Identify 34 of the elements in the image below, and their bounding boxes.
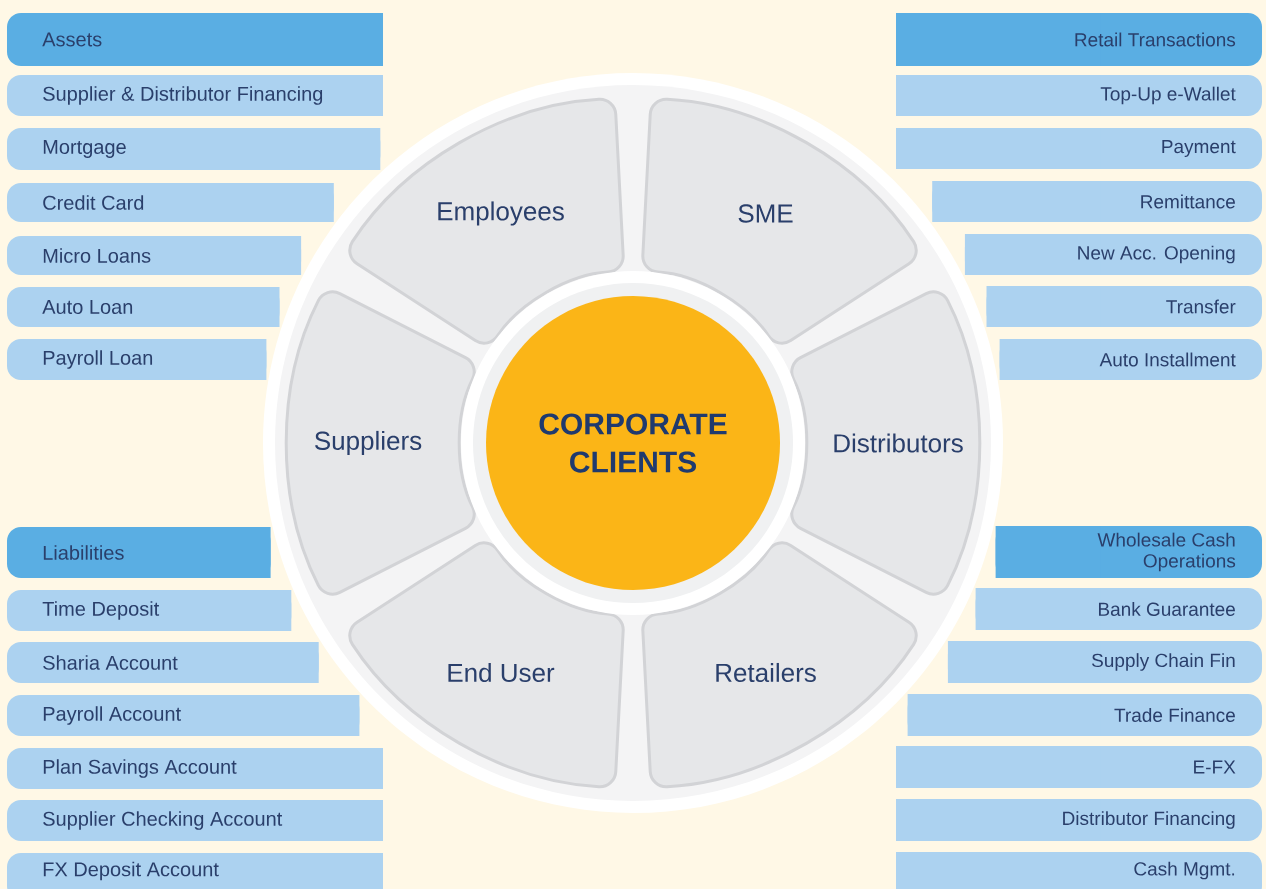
list-bar: Payroll Loan [7, 339, 267, 380]
list-bar: Supplier & Distributor Financing [7, 75, 383, 116]
list-bar: Mortgage [7, 128, 381, 170]
list-bar: Supply Chain Fin [947, 641, 1262, 683]
list-bar: FX Deposit Account [7, 853, 383, 889]
list-bar: Time Deposit [7, 590, 292, 631]
list-bar: Trade Finance [907, 694, 1262, 736]
header-bar: Assets [7, 13, 383, 66]
list-bar: E-FX [896, 746, 1262, 788]
list-bar: Distributor Financing [896, 799, 1262, 841]
list-bar: Remittance [932, 181, 1262, 222]
segment: End User [348, 541, 625, 789]
list-bar: Bank Guarantee [975, 588, 1262, 630]
list-bar: Auto Installment [999, 339, 1262, 380]
list-bar: Top-Up e-Wallet [896, 75, 1262, 116]
list-bar: Payroll Account [7, 695, 360, 736]
segment: Suppliers [284, 290, 476, 596]
segment: SME [641, 97, 918, 345]
header-bar: Retail Transactions [896, 13, 1262, 66]
segment: Distributors [790, 290, 982, 596]
header-bar: Wholesale Cash Operations [995, 526, 1262, 578]
list-bar: Micro Loans [7, 236, 302, 275]
list-bar: Plan Savings Account [7, 748, 383, 789]
list-bar: Payment [896, 128, 1262, 169]
list-bar: Transfer [986, 286, 1262, 327]
list-bar: Auto Loan [7, 287, 280, 327]
segment: Retailers [641, 541, 918, 789]
header-bar: Liabilities [7, 527, 271, 578]
list-bar: Cash Mgmt. [896, 852, 1262, 889]
list-bar: Credit Card [7, 183, 334, 222]
segment: Employees [348, 97, 625, 345]
list-bar: New Acc. Opening [964, 234, 1262, 275]
list-bar: Sharia Account [7, 642, 319, 683]
list-bar: Supplier Checking Account [7, 800, 383, 841]
